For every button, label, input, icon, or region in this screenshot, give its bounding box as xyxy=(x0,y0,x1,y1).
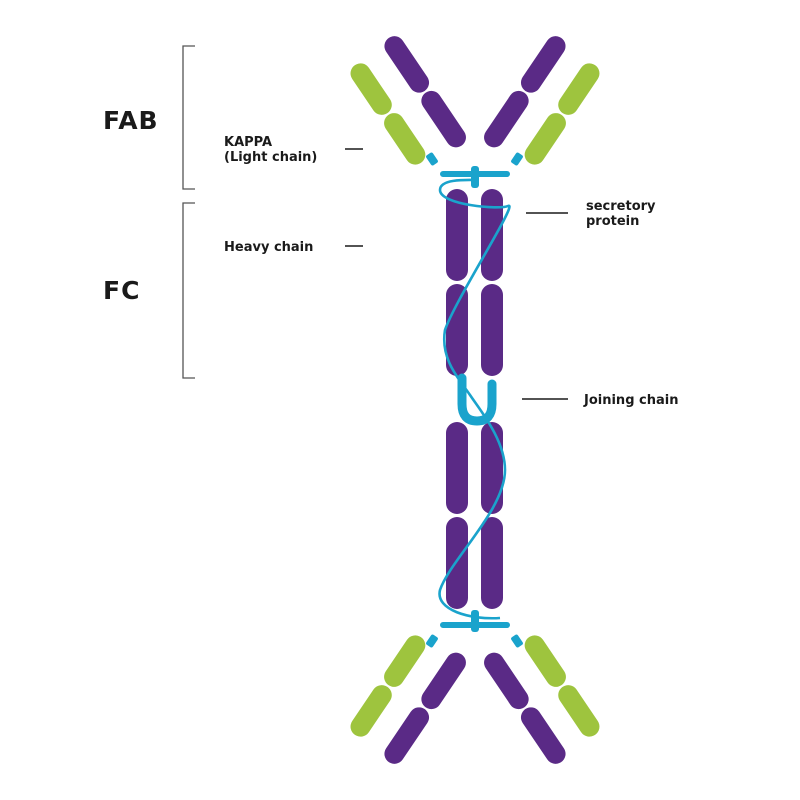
fc-label: FC xyxy=(103,276,140,305)
secretory-protein-wave xyxy=(438,178,511,620)
top-right-heavy-chain xyxy=(484,36,566,148)
top-left-light-chain xyxy=(350,63,426,165)
fc-bracket xyxy=(182,202,195,379)
secretory-label-line2: protein xyxy=(586,214,639,229)
bottom-left-arm xyxy=(350,635,466,764)
bottom-right-arm xyxy=(484,635,600,764)
secretory-label-line1: secretory xyxy=(586,199,656,214)
top-right-arm xyxy=(484,36,600,165)
kappa-label-line1: KAPPA xyxy=(224,135,272,150)
fc-stem xyxy=(446,189,503,609)
bottom-left-light-chain xyxy=(350,635,426,737)
top-left-heavy-chain xyxy=(384,36,466,148)
joining-chain-shape xyxy=(457,373,497,426)
bottom-right-heavy-chain xyxy=(484,652,566,764)
bottom-right-light-chain xyxy=(524,635,600,737)
top-left-arm xyxy=(350,36,466,165)
fab-label: FAB xyxy=(103,106,159,135)
fab-bracket xyxy=(182,45,195,190)
kappa-label-line2: (Light chain) xyxy=(224,150,317,165)
bottom-left-heavy-chain xyxy=(384,652,466,764)
joining-chain-label: Joining chain xyxy=(583,393,678,408)
heavy-chain-label: Heavy chain xyxy=(224,240,313,255)
top-right-light-chain xyxy=(524,63,600,165)
